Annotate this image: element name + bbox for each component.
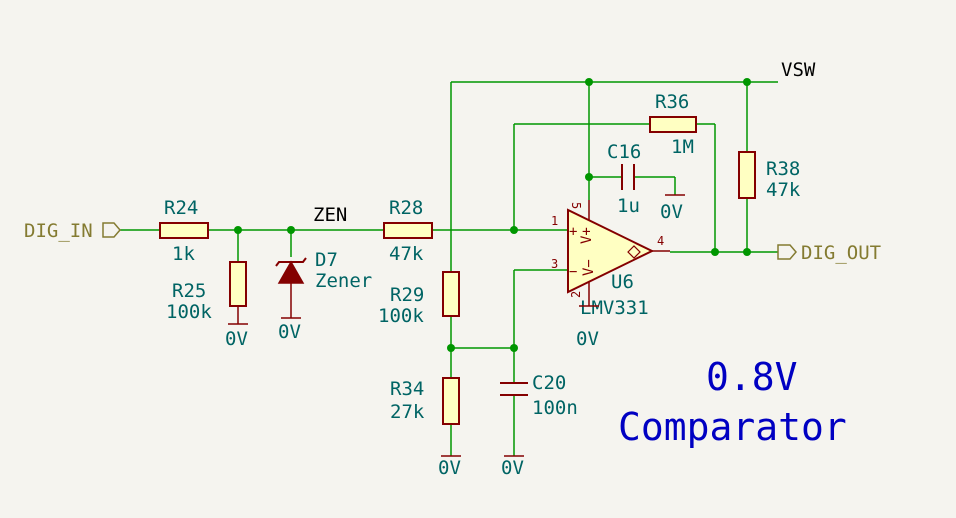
- resistor-r24: R24 1k: [159, 197, 209, 265]
- svg-text:DIG_OUT: DIG_OUT: [801, 242, 881, 264]
- resistor-r36: R36 1M: [649, 91, 697, 158]
- resistor-r38: R38 47k: [738, 151, 801, 201]
- svg-text:R25: R25: [172, 280, 206, 302]
- junctions: [234, 78, 751, 352]
- capacitor-c16: C16 1u: [607, 141, 641, 217]
- svg-text:47k: 47k: [766, 179, 801, 201]
- svg-text:100n: 100n: [532, 397, 578, 419]
- ground-u6: 0V: [576, 305, 599, 350]
- svg-text:0V: 0V: [501, 457, 524, 479]
- svg-text:V+: V+: [579, 227, 595, 244]
- svg-text:5: 5: [569, 202, 583, 209]
- svg-text:Comparator: Comparator: [618, 405, 847, 449]
- ground-d7: 0V: [278, 317, 301, 343]
- svg-text:C20: C20: [532, 372, 566, 394]
- svg-text:1M: 1M: [671, 136, 694, 158]
- svg-text:V−: V−: [581, 259, 597, 276]
- svg-text:0V: 0V: [225, 328, 248, 350]
- resistor-r34: R34 27k: [390, 377, 460, 425]
- net-label-zen: ZEN: [313, 204, 347, 226]
- svg-text:DIG_IN: DIG_IN: [24, 220, 93, 242]
- net-label-vsw: VSW: [781, 59, 816, 81]
- svg-text:+: +: [569, 224, 577, 240]
- svg-text:R34: R34: [390, 378, 424, 400]
- svg-text:R29: R29: [390, 284, 424, 306]
- svg-text:0.8V: 0.8V: [706, 355, 798, 399]
- svg-text:2: 2: [569, 291, 583, 298]
- svg-text:D7: D7: [315, 249, 338, 271]
- wires: [120, 81, 778, 456]
- svg-text:1u: 1u: [617, 195, 640, 217]
- svg-text:100k: 100k: [378, 305, 424, 327]
- ground-c16: 0V: [660, 194, 685, 223]
- svg-text:LMV331: LMV331: [580, 297, 649, 319]
- svg-text:0V: 0V: [660, 201, 683, 223]
- ground-c20: 0V: [501, 455, 524, 479]
- resistor-r25: R25 100k: [166, 261, 247, 324]
- svg-text:47k: 47k: [389, 243, 424, 265]
- svg-text:0V: 0V: [438, 457, 461, 479]
- svg-text:−: −: [569, 264, 577, 280]
- svg-text:4: 4: [657, 234, 664, 248]
- annotation-note: 0.8V Comparator: [618, 355, 847, 449]
- resistor-r28: R28 47k: [383, 197, 433, 265]
- comparator-u6: 1 3 4 5 2 + − V+ V− U6 LMV331: [551, 200, 670, 319]
- svg-text:0V: 0V: [278, 321, 301, 343]
- svg-text:3: 3: [551, 257, 558, 271]
- svg-text:U6: U6: [611, 271, 634, 293]
- svg-text:1k: 1k: [172, 243, 195, 265]
- svg-text:0V: 0V: [576, 328, 599, 350]
- zener-diode-d7: D7 Zener: [275, 249, 372, 318]
- svg-text:R36: R36: [655, 91, 689, 113]
- svg-text:100k: 100k: [166, 301, 212, 323]
- svg-text:C16: C16: [607, 141, 641, 163]
- dig-in-port: DIG_IN: [24, 220, 121, 242]
- svg-text:R38: R38: [766, 158, 800, 180]
- svg-text:R28: R28: [389, 197, 423, 219]
- dig-out-port: DIG_OUT: [777, 242, 881, 264]
- ground-r34: 0V: [438, 455, 461, 479]
- svg-text:Zener: Zener: [315, 270, 372, 292]
- capacitor-c20: C20 100n: [500, 372, 578, 419]
- ground-r25: 0V: [225, 323, 248, 350]
- svg-text:R24: R24: [164, 197, 198, 219]
- resistor-r29: R29 100k: [378, 271, 460, 327]
- svg-text:1: 1: [551, 214, 558, 228]
- svg-text:27k: 27k: [390, 401, 425, 423]
